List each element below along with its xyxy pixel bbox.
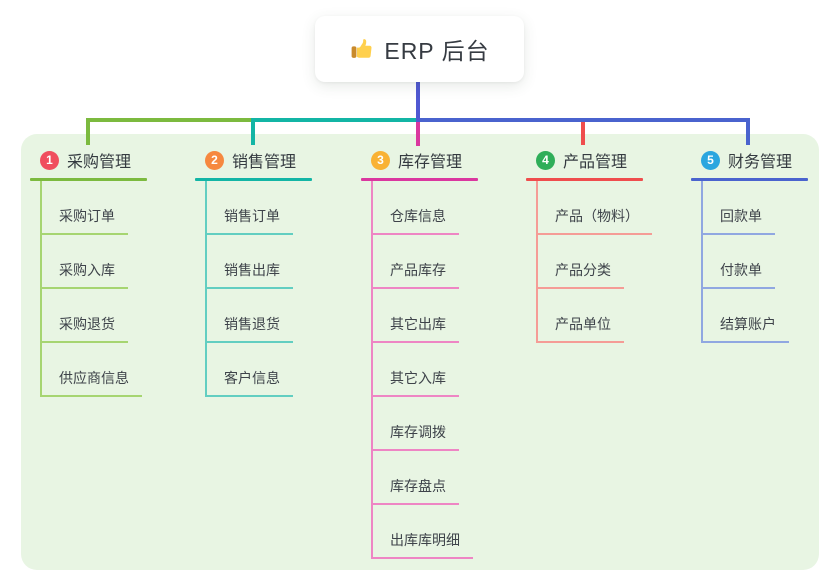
child-node[interactable]: 其它入库	[373, 343, 503, 397]
child-node[interactable]: 付款单	[703, 235, 833, 289]
branch-number-badge: 4	[536, 150, 555, 170]
child-node[interactable]: 结算账户	[703, 289, 833, 343]
child-label: 销售订单	[207, 206, 293, 235]
child-node[interactable]: 库存调拨	[373, 397, 503, 451]
child-label: 产品（物料）	[538, 206, 652, 235]
child-label: 采购入库	[42, 260, 128, 289]
branch-column: 2 销售管理销售订单销售出库销售退货客户信息	[195, 134, 355, 397]
child-label: 客户信息	[207, 368, 293, 397]
branch-label: 销售管理	[232, 154, 297, 171]
child-node[interactable]: 采购订单	[42, 181, 172, 235]
child-node[interactable]: 销售退货	[207, 289, 337, 343]
children-list: 仓库信息产品库存其它出库其它入库库存调拨库存盘点出库库明细	[371, 181, 503, 559]
branch-underline	[30, 178, 147, 181]
connector-branch-2	[251, 118, 420, 122]
branch-node[interactable]: 1 采购管理	[40, 147, 190, 173]
connector-branch-1-drop	[86, 118, 90, 145]
child-label: 其它出库	[373, 314, 459, 343]
child-node[interactable]: 产品库存	[373, 235, 503, 289]
branch-column: 4 产品管理产品（物料） 产品分类产品单位	[526, 134, 686, 343]
branch-number-badge: 2	[205, 150, 224, 170]
branch-underline	[691, 178, 808, 181]
child-label: 回款单	[703, 206, 775, 235]
child-label: 产品单位	[538, 314, 624, 343]
branch-underline	[361, 178, 478, 181]
branch-label: 采购管理	[67, 154, 132, 171]
child-node[interactable]: 供应商信息	[42, 343, 172, 397]
child-label: 产品分类	[538, 260, 624, 289]
root-label: ERP 后台	[384, 38, 490, 64]
branch-node[interactable]: 2 销售管理	[205, 147, 355, 173]
branch-node[interactable]: 4 产品管理	[536, 147, 686, 173]
child-node[interactable]: 其它出库	[373, 289, 503, 343]
connector-branch-5	[418, 118, 750, 122]
branch-number-badge: 1	[40, 150, 59, 170]
branch-node[interactable]: 5 财务管理	[701, 147, 839, 173]
branch-label: 库存管理	[398, 154, 463, 171]
child-label: 销售出库	[207, 260, 293, 289]
child-label: 销售退货	[207, 314, 293, 343]
branch-node[interactable]: 3 库存管理	[371, 147, 521, 173]
child-label: 仓库信息	[373, 206, 459, 235]
branch-underline	[526, 178, 643, 181]
root-node[interactable]: ERP 后台	[315, 16, 524, 82]
child-label: 供应商信息	[42, 368, 142, 397]
connector-root-drop	[416, 82, 420, 122]
branch-label: 产品管理	[563, 154, 628, 171]
child-node[interactable]: 出库库明细	[373, 505, 503, 559]
child-label: 产品库存	[373, 260, 459, 289]
child-node[interactable]: 库存盘点	[373, 451, 503, 505]
child-node[interactable]: 客户信息	[207, 343, 337, 397]
child-label: 出库库明细	[373, 530, 473, 559]
children-list: 采购订单采购入库采购退货供应商信息	[40, 181, 172, 397]
branch-column: 5 财务管理回款单付款单结算账户	[691, 134, 839, 343]
branches-panel	[21, 134, 819, 570]
connector-branch-3-drop	[416, 118, 420, 146]
child-label: 其它入库	[373, 368, 459, 397]
children-list: 销售订单销售出库销售退货客户信息	[205, 181, 337, 397]
child-node[interactable]: 产品分类	[538, 235, 668, 289]
connector-branch-5-drop	[746, 118, 750, 145]
child-node[interactable]: 销售出库	[207, 235, 337, 289]
child-node[interactable]: 仓库信息	[373, 181, 503, 235]
branch-underline	[195, 178, 312, 181]
child-node[interactable]: 采购入库	[42, 235, 172, 289]
children-list: 产品（物料） 产品分类产品单位	[536, 181, 668, 343]
thumbs-up-icon	[349, 37, 374, 62]
branch-number-badge: 5	[701, 150, 720, 170]
child-node[interactable]: 产品单位	[538, 289, 668, 343]
branch-column: 1 采购管理采购订单采购入库采购退货供应商信息	[30, 134, 190, 397]
branch-column: 3 库存管理仓库信息产品库存其它出库其它入库库存调拨库存盘点出库库明细	[361, 134, 521, 559]
children-list: 回款单付款单结算账户	[701, 181, 833, 343]
child-label: 库存调拨	[373, 422, 459, 451]
child-node[interactable]: 回款单	[703, 181, 833, 235]
connector-branch-4-drop	[581, 118, 585, 145]
child-node[interactable]: 产品（物料）	[538, 181, 668, 235]
child-label: 库存盘点	[373, 476, 459, 505]
child-node[interactable]: 采购退货	[42, 289, 172, 343]
connector-branch-2-drop	[251, 118, 255, 145]
child-label: 采购退货	[42, 314, 128, 343]
child-node[interactable]: 销售订单	[207, 181, 337, 235]
branch-number-badge: 3	[371, 150, 390, 170]
branch-label: 财务管理	[728, 154, 793, 171]
child-label: 结算账户	[703, 314, 789, 343]
child-label: 采购订单	[42, 206, 128, 235]
child-label: 付款单	[703, 260, 775, 289]
